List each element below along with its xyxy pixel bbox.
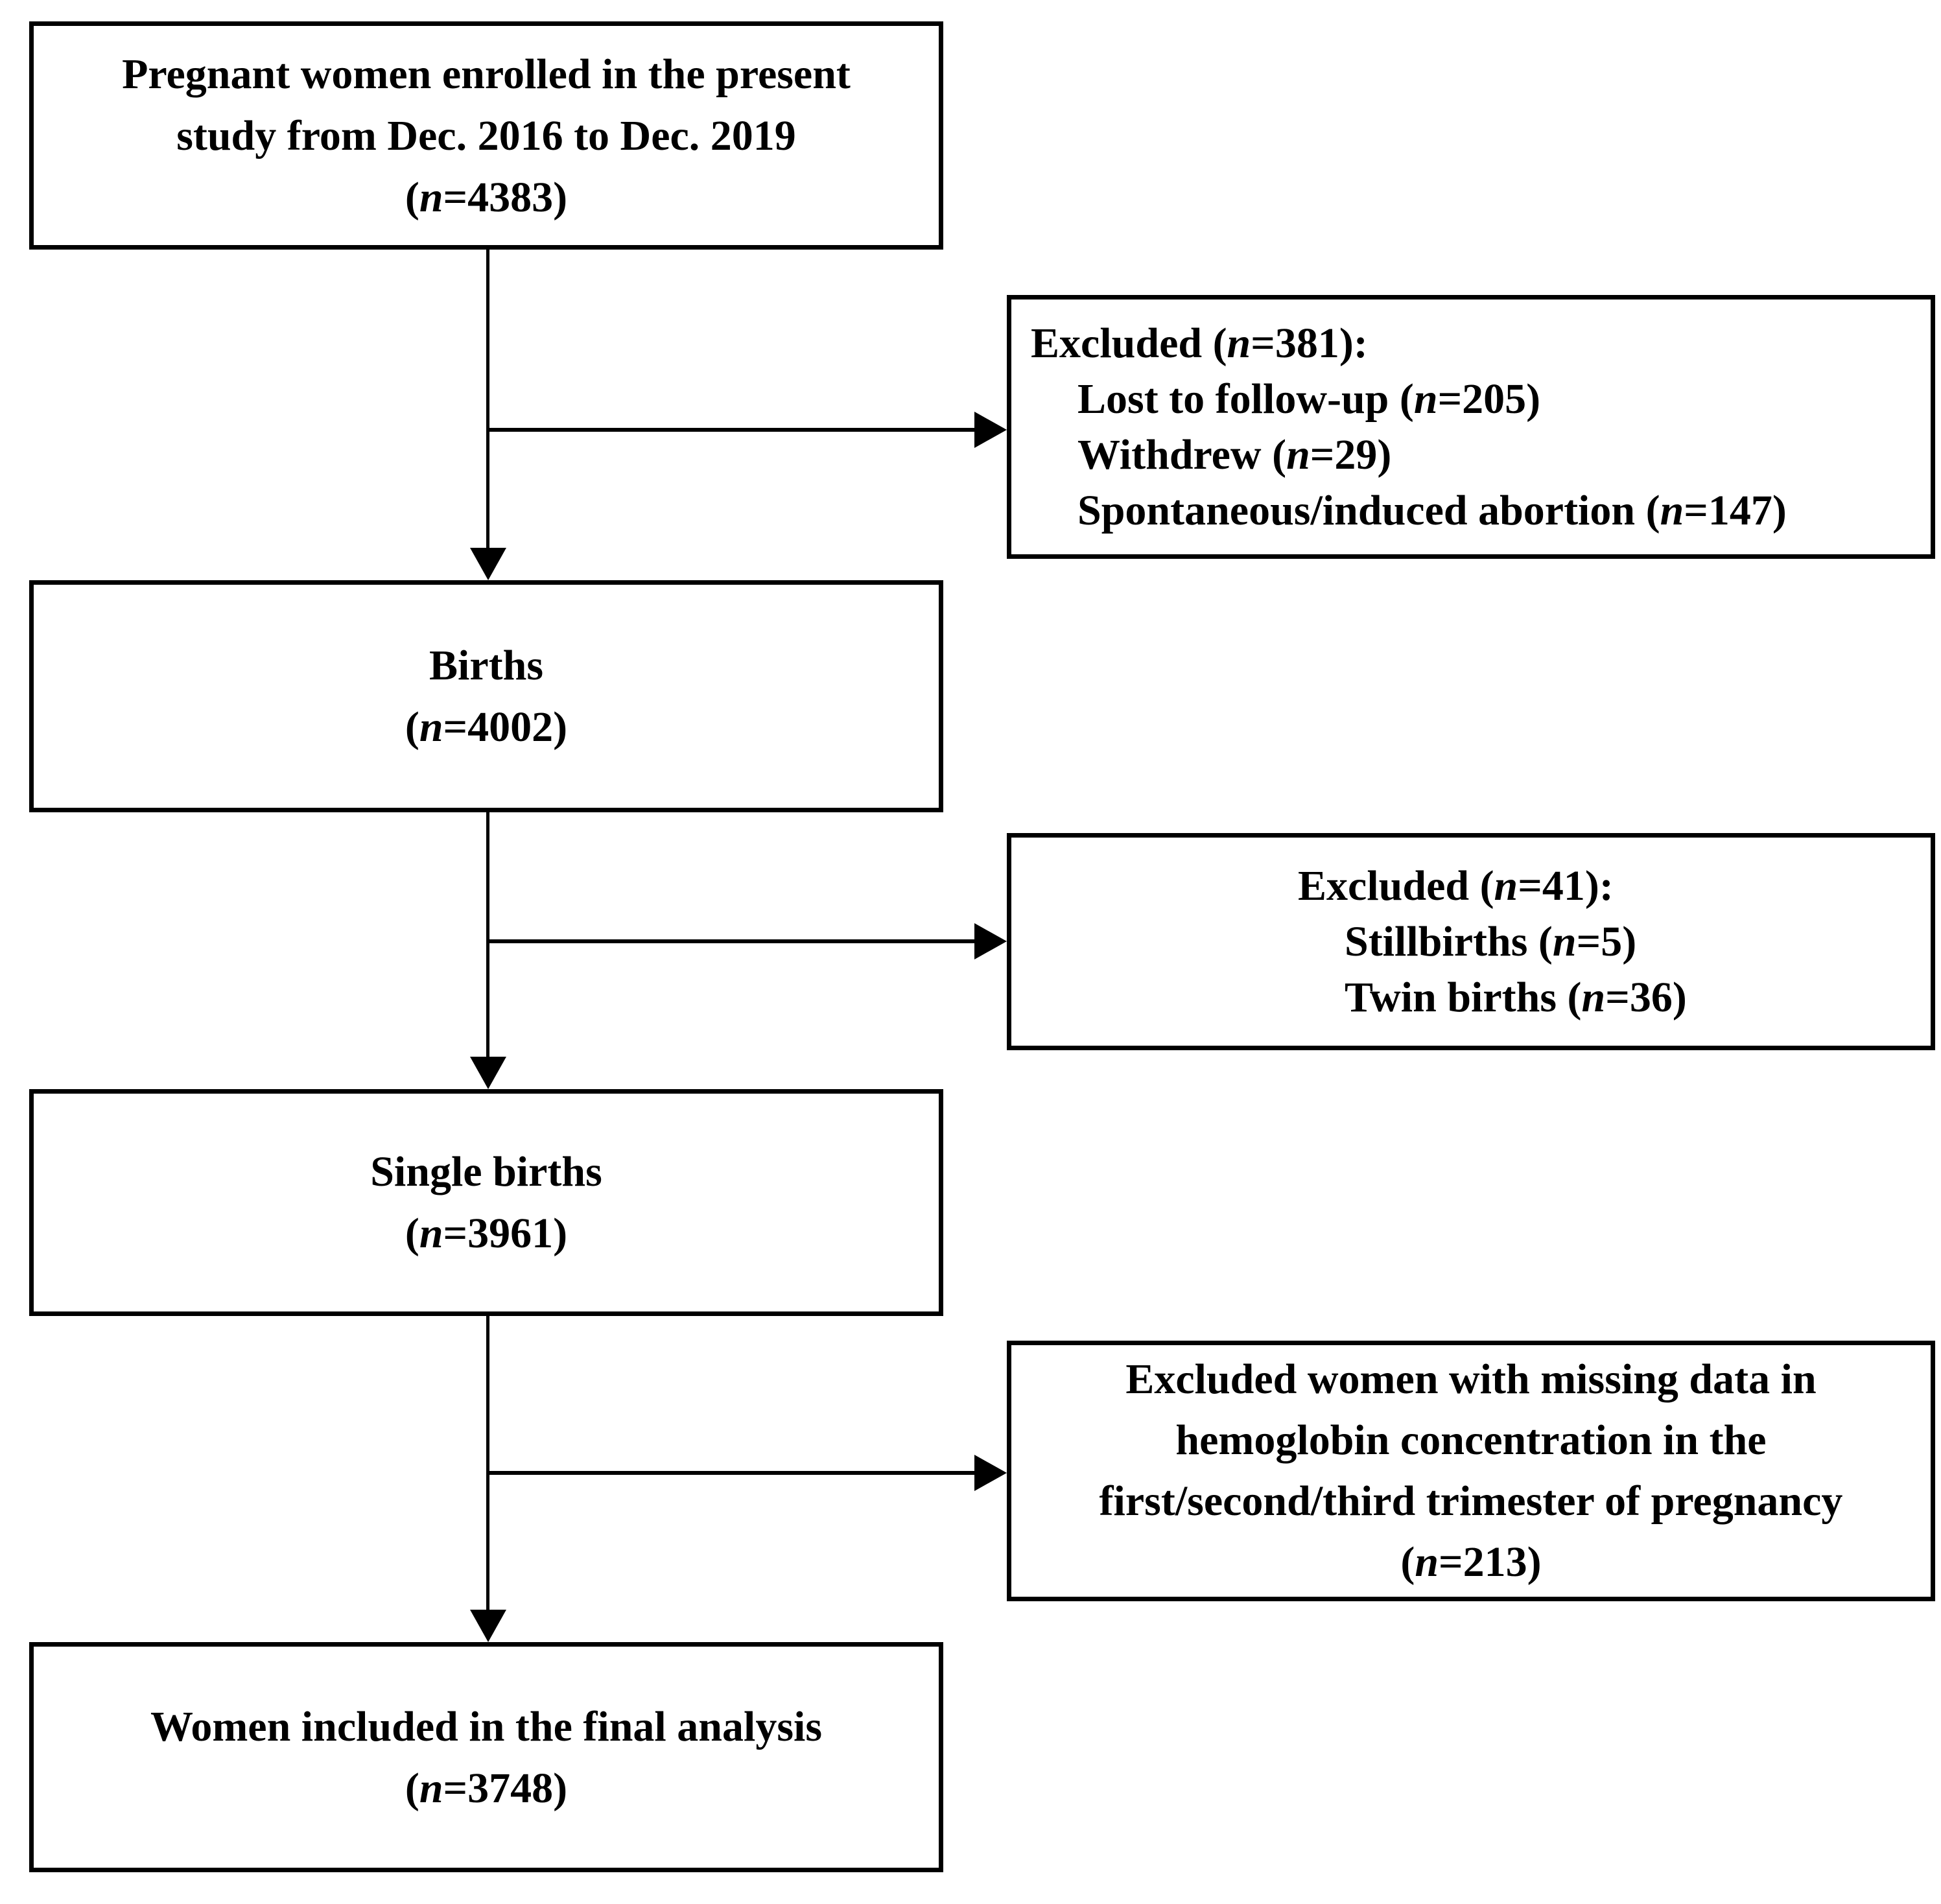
- excluded-3-line-3: first/second/third trimester of pregnanc…: [1011, 1471, 1931, 1532]
- box-enrolled-count: (n=4383): [34, 167, 939, 228]
- text-segment: Excluded (: [1031, 319, 1227, 367]
- text-segment: study from Dec. 2016 to Dec. 2019: [176, 112, 796, 159]
- text-segment: Stillbirths (: [1345, 917, 1553, 965]
- text-segment: (: [405, 1210, 419, 1257]
- connector-births-to-single: [486, 812, 489, 1057]
- n-variable: n: [419, 1210, 443, 1257]
- arrowhead-down-icon: [470, 1610, 506, 1642]
- text-segment: Births: [429, 642, 544, 689]
- arrowhead-down-icon: [470, 548, 506, 580]
- text-segment: Women included in the final analysis: [150, 1702, 823, 1750]
- text-segment: Excluded (: [1298, 862, 1494, 910]
- text-segment: =213): [1439, 1538, 1542, 1586]
- text-segment: (: [405, 703, 419, 751]
- text-segment: hemoglobin concentration in the: [1175, 1416, 1767, 1464]
- n-variable: n: [1552, 917, 1577, 965]
- excluded-2-header: Excluded (n=41):: [1298, 858, 1931, 914]
- box-enrolled-line-1: Pregnant women enrolled in the present: [34, 43, 939, 105]
- excluded-3-line-1: Excluded women with missing data in: [1011, 1349, 1931, 1410]
- excluded-1-item-withdrew: Withdrew (n=29): [1031, 427, 1931, 483]
- excluded-2-item-stillbirths: Stillbirths (n=5): [1298, 914, 1931, 970]
- text-segment: Single births: [370, 1148, 602, 1195]
- text-segment: Pregnant women enrolled in the present: [122, 50, 851, 98]
- box-final-analysis-label: Women included in the final analysis: [34, 1696, 939, 1757]
- n-variable: n: [1660, 486, 1684, 534]
- n-variable: n: [1494, 862, 1518, 910]
- n-variable: n: [1581, 973, 1606, 1021]
- arrowhead-right-icon: [974, 412, 1007, 448]
- box-births-count: (n=4002): [34, 696, 939, 758]
- text-segment: =5): [1576, 917, 1637, 965]
- connector-single-to-final: [486, 1316, 489, 1610]
- text-segment: Withdrew (: [1077, 430, 1287, 478]
- box-final-analysis-count: (n=3748): [34, 1757, 939, 1819]
- arrowhead-right-icon: [974, 923, 1007, 959]
- excluded-2-item-twin-births: Twin births (n=36): [1298, 970, 1931, 1026]
- n-variable: n: [419, 173, 443, 221]
- text-segment: Excluded women with missing data in: [1125, 1356, 1817, 1403]
- text-segment: Lost to follow-up (: [1077, 375, 1414, 423]
- n-variable: n: [1286, 430, 1310, 478]
- arrowhead-down-icon: [470, 1057, 506, 1089]
- excluded-1-item-lost-to-follow-up: Lost to follow-up (n=205): [1031, 371, 1931, 427]
- connector-branch-excluded-3: [488, 1471, 976, 1475]
- box-single-births-count: (n=3961): [34, 1203, 939, 1264]
- excluded-3-count: (n=213): [1011, 1532, 1931, 1593]
- n-variable: n: [1415, 1538, 1439, 1586]
- connector-branch-excluded-2: [488, 939, 976, 943]
- text-segment: first/second/third trimester of pregnanc…: [1099, 1477, 1843, 1525]
- box-enrolled: Pregnant women enrolled in the present s…: [29, 21, 943, 250]
- text-segment: (: [1400, 1538, 1415, 1586]
- excluded-3-line-2: hemoglobin concentration in the: [1011, 1410, 1931, 1471]
- text-segment: =381):: [1251, 319, 1368, 367]
- box-final-analysis: Women included in the final analysis (n=…: [29, 1642, 943, 1872]
- text-segment: =41):: [1518, 862, 1614, 910]
- text-segment: =3748): [443, 1764, 568, 1812]
- box-births-label: Births: [34, 635, 939, 696]
- n-variable: n: [1413, 375, 1438, 423]
- connector-enrolled-to-births: [486, 250, 489, 548]
- excluded-1-header: Excluded (n=381):: [1031, 316, 1931, 371]
- box-excluded-missing-hemoglobin: Excluded women with missing data in hemo…: [1007, 1341, 1935, 1601]
- text-segment: =4002): [443, 703, 568, 751]
- arrowhead-right-icon: [974, 1455, 1007, 1491]
- connector-branch-excluded-1: [488, 428, 976, 432]
- text-segment: Spontaneous/induced abortion (: [1077, 486, 1660, 534]
- text-segment: =3961): [443, 1210, 568, 1257]
- text-segment: Twin births (: [1345, 973, 1582, 1021]
- text-segment: =36): [1605, 973, 1687, 1021]
- box-single-births: Single births (n=3961): [29, 1089, 943, 1316]
- box-births: Births (n=4002): [29, 580, 943, 812]
- text-segment: =29): [1310, 430, 1392, 478]
- box-excluded-after-enrollment: Excluded (n=381): Lost to follow-up (n=2…: [1007, 295, 1935, 559]
- n-variable: n: [1227, 319, 1251, 367]
- n-variable: n: [419, 1764, 443, 1812]
- text-segment: =4383): [443, 173, 568, 221]
- text-segment: =147): [1684, 486, 1787, 534]
- text-segment: =205): [1437, 375, 1541, 423]
- box-enrolled-line-2: study from Dec. 2016 to Dec. 2019: [34, 105, 939, 167]
- n-variable: n: [419, 703, 443, 751]
- text-segment: (: [405, 173, 419, 221]
- box-excluded-after-births: Excluded (n=41): Stillbirths (n=5) Twin …: [1007, 833, 1935, 1050]
- box-single-births-label: Single births: [34, 1141, 939, 1203]
- text-segment: (: [405, 1764, 419, 1812]
- excluded-1-item-abortion: Spontaneous/induced abortion (n=147): [1031, 483, 1931, 539]
